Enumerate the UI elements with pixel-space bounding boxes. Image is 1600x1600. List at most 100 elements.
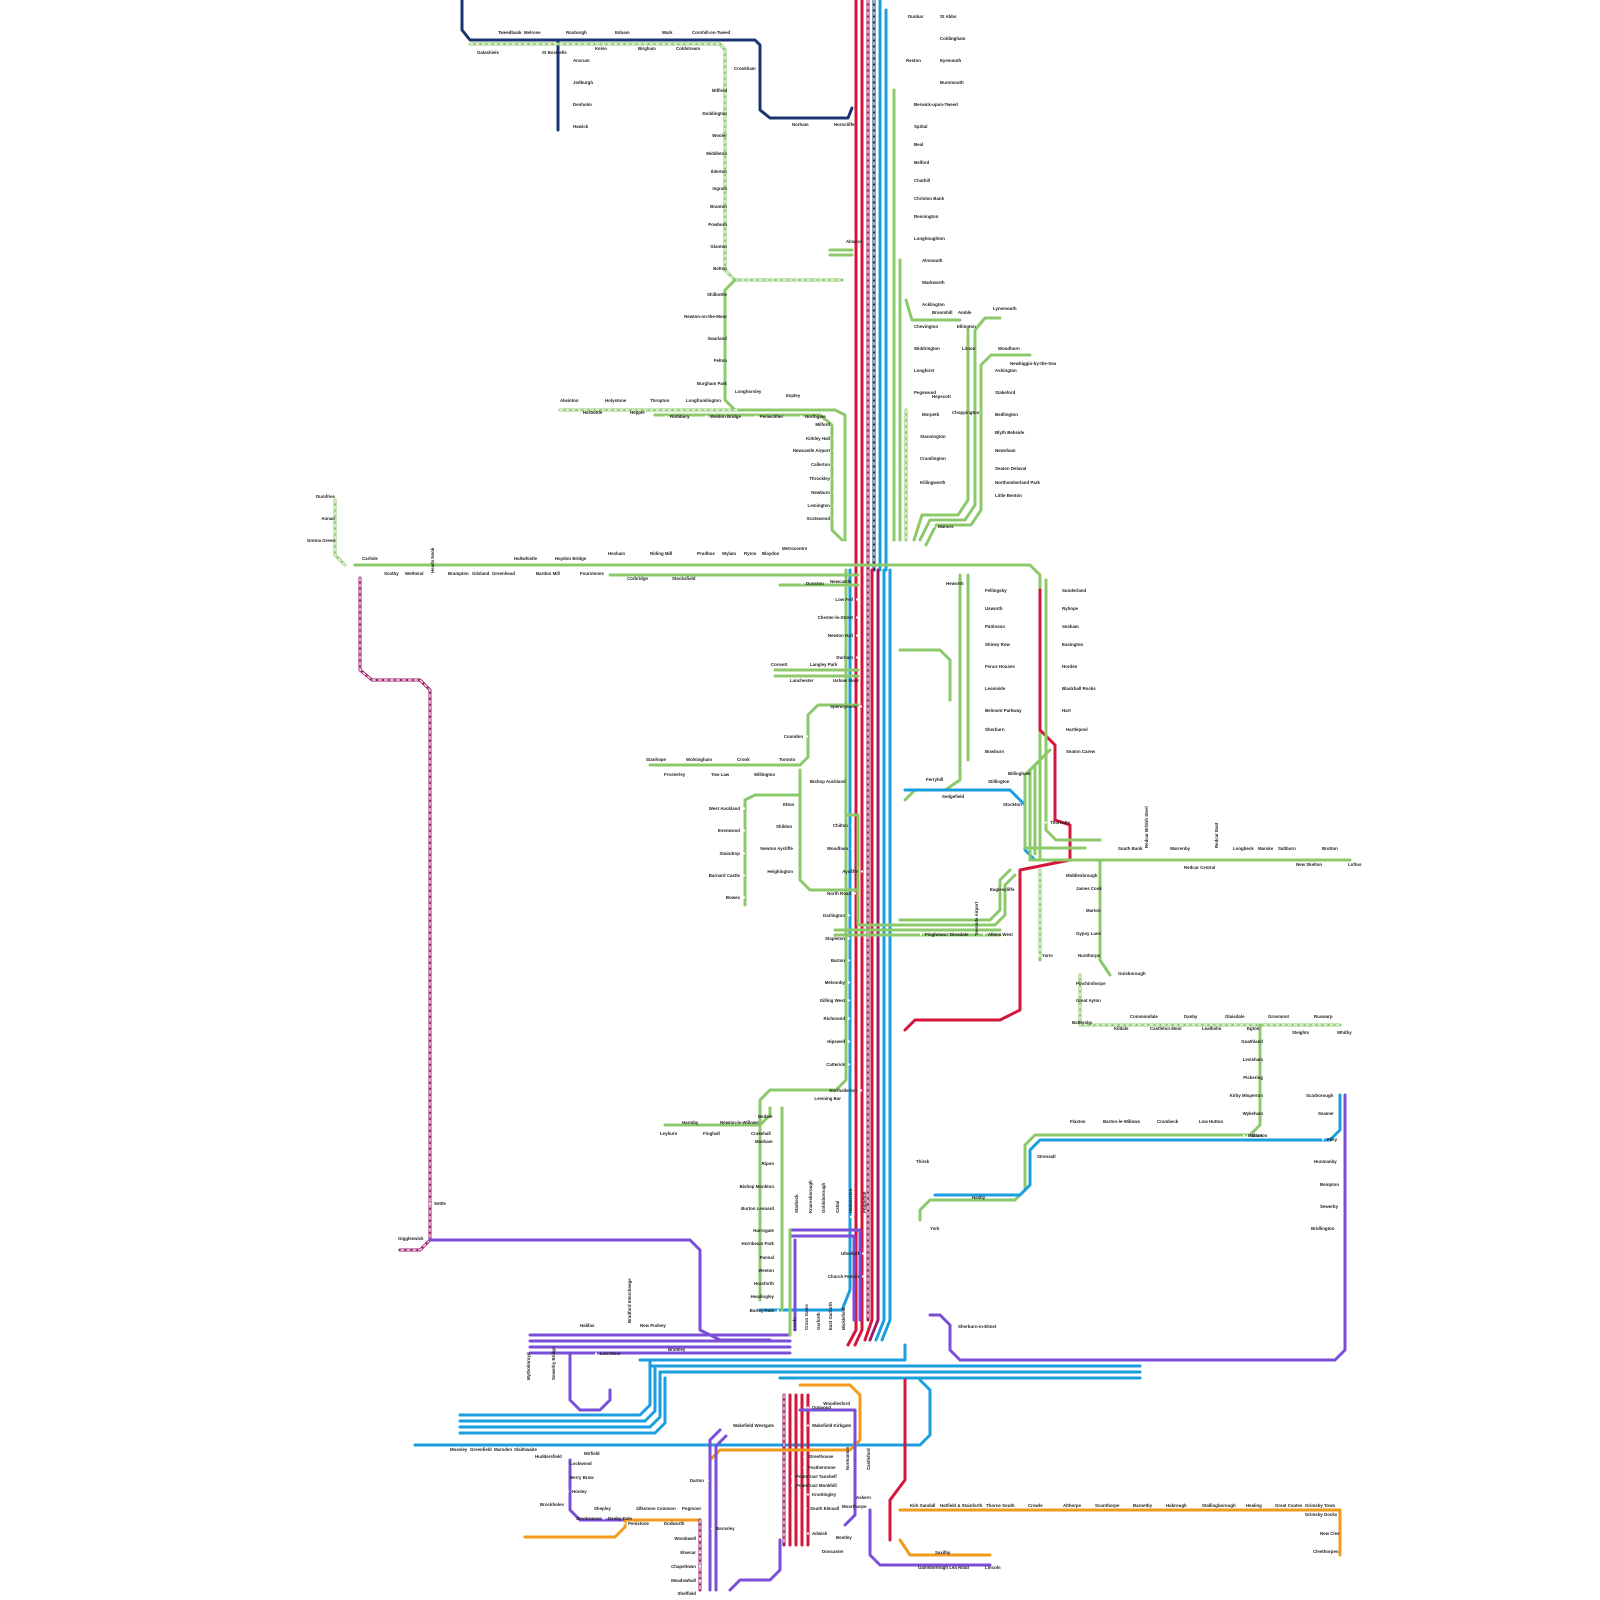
station-label-haxby: Haxby	[972, 1195, 986, 1200]
station-marker-crambeck	[1151, 1120, 1155, 1123]
station-label-halifax: Halifax	[580, 1323, 595, 1328]
station-label-stallingborough: Stallingborough	[1202, 1503, 1236, 1508]
station-label-staindrop: Staindrop	[720, 851, 741, 856]
station-label-lynemouth: Lynemouth	[993, 306, 1017, 311]
station-marker-dodworth	[658, 1522, 662, 1525]
station-marker-acklington	[916, 303, 920, 306]
station-label-seaton-carew: Seaton Carew	[1066, 749, 1096, 754]
route-line-green-11	[758, 568, 848, 1302]
station-marker-bardon-mill	[530, 572, 534, 575]
station-label-castleton-moor: Castleton Moor	[1150, 1026, 1182, 1031]
station-marker-hart	[1056, 709, 1060, 712]
station-marker-shepley	[588, 1507, 592, 1510]
station-marker-longhorsley	[729, 390, 733, 393]
station-label-beal: Beal	[914, 142, 923, 147]
station-marker-wolsingham	[680, 758, 684, 761]
station-label-birgham: Birgham	[638, 46, 656, 51]
station-label-filey: Filey	[1327, 1137, 1338, 1142]
station-marker-dinsdale	[944, 933, 948, 936]
station-marker-gilling-west	[847, 999, 851, 1002]
station-label-james-cook: James Cook	[1076, 886, 1102, 891]
station-label-scarborough: Scarborough	[1306, 1093, 1334, 1098]
station-marker-honley	[566, 1490, 570, 1493]
station-marker-saltburn	[1272, 847, 1276, 850]
station-label-ganton: Ganton	[1252, 1133, 1268, 1138]
station-marker-wark	[656, 31, 660, 34]
station-label-west-auckland: West Auckland	[709, 806, 741, 811]
station-label-healing: Healing	[1246, 1503, 1262, 1508]
station-marker-woodlesford	[852, 1402, 856, 1405]
station-label-etton: Etton	[783, 802, 795, 807]
station-label-gilsland: Gilsland	[472, 571, 490, 576]
station-label-new-pudsey: New Pudsey	[640, 1323, 666, 1328]
route-line-green-14	[468, 42, 844, 282]
station-label-sewerby: Sewerby	[1320, 1204, 1339, 1209]
station-marker-ryton	[738, 552, 742, 555]
station-marker-christon-bank	[908, 197, 912, 200]
station-label-bedale: Bedale	[758, 1114, 773, 1119]
station-marker-headingley	[776, 1295, 780, 1298]
station-marker-newton-hall	[855, 634, 859, 637]
station-marker-york	[924, 1227, 928, 1230]
station-marker-finghmoor	[919, 933, 923, 936]
station-label-dinsdale: Dinsdale	[950, 932, 969, 937]
station-marker-pogmoor	[676, 1507, 680, 1510]
station-label-pannal: Pannal	[760, 1255, 774, 1260]
route-dash-overlay-14	[469, 43, 843, 281]
station-marker-wykeham	[1265, 1112, 1269, 1115]
station-marker-pontefract-monkhill	[790, 1484, 794, 1487]
station-marker-stapleton	[847, 937, 851, 940]
station-marker-leamside	[979, 687, 983, 690]
station-label-norham: Norham	[792, 122, 809, 127]
station-marker-slaithwaite	[508, 1448, 512, 1451]
station-label-redcar-british-steel: Redcar British Steel	[1144, 806, 1149, 848]
station-marker-ripon	[776, 1162, 780, 1165]
station-label-chester-le-street: Chester-le-Street	[818, 615, 854, 620]
station-marker-strensall	[1031, 1155, 1035, 1158]
station-marker-shilbottle	[729, 293, 733, 296]
station-label-ferryhill: Ferryhill	[926, 777, 943, 782]
station-marker-healing	[1240, 1504, 1244, 1507]
station-marker-saxilby	[929, 1551, 933, 1554]
station-marker-micklefield	[842, 1332, 846, 1336]
station-label-glanton: Glanton	[710, 244, 727, 249]
station-marker-cleethorpes	[1307, 1550, 1311, 1553]
station-label-hartlepool: Hartlepool	[1066, 727, 1088, 732]
station-label-st-abbs: St Abbs	[940, 14, 957, 19]
route-line-green-37	[1028, 758, 1352, 862]
station-label-barton: Barton	[831, 958, 845, 963]
station-label-ruswarp: Ruswarp	[1314, 1014, 1333, 1019]
station-marker-flaxton	[1064, 1120, 1068, 1123]
station-label-fenwcither: Fenwcither	[760, 414, 783, 419]
station-label-stocksfield: Stocksfield	[672, 576, 696, 581]
station-label-harrogate: Harrogate	[753, 1228, 774, 1233]
station-marker-newcastle-airport	[832, 449, 836, 452]
station-label-sheffield: Sheffield	[677, 1591, 696, 1596]
station-label-cramlington: Cramlington	[920, 456, 946, 461]
route-line-green-17	[653, 413, 844, 542]
station-label-newton-le-willows: Newton-le-Willows	[720, 1120, 759, 1125]
station-marker-spittal	[908, 125, 912, 128]
station-marker-danby	[1178, 1015, 1182, 1018]
station-label-ulleskelf: Ulleskelf	[841, 1251, 860, 1256]
station-label-acklington: Acklington	[922, 302, 945, 307]
station-label-shepley: Shepley	[594, 1506, 611, 1511]
station-marker-coldingham	[934, 37, 938, 40]
station-marker-manors	[932, 525, 936, 528]
station-marker-prudhoe	[691, 552, 695, 555]
station-label-bishop-auckland: Bishop Auckland	[810, 779, 846, 784]
station-marker-burnmouth	[934, 81, 938, 84]
station-label-great-coates: Great Coates	[1275, 1503, 1303, 1508]
route-line-green-43	[898, 868, 1012, 922]
station-marker-pinchinthorpe	[1070, 982, 1074, 985]
station-label-ingram: Ingram	[712, 186, 727, 191]
station-label-sedgefield: Sedgefield	[942, 794, 965, 799]
station-marker-marske	[1252, 847, 1256, 850]
station-label-dunston: Dunston	[806, 581, 824, 586]
station-label-reston: Reston	[906, 58, 921, 63]
route-line-purple-76	[788, 1228, 862, 1322]
station-label-middleton: Middleton	[706, 151, 727, 156]
station-marker-harbottle	[577, 411, 581, 414]
station-label-althorpe: Althorpe	[1063, 1503, 1082, 1508]
